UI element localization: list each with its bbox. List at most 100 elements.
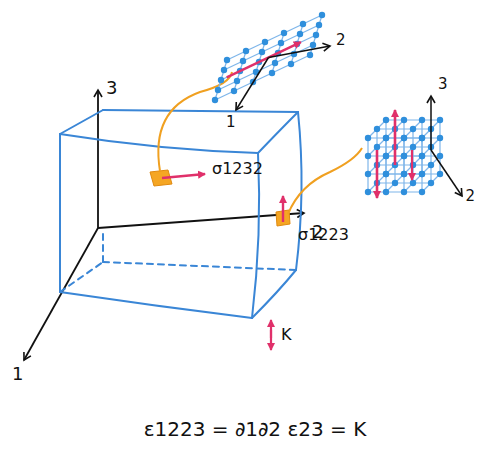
- lattice-atom: [316, 22, 322, 28]
- lattice-line: [439, 120, 440, 174]
- lattice-atom: [383, 171, 389, 177]
- lattice-atom: [419, 153, 425, 159]
- lattice-atom: [383, 153, 389, 159]
- lattice-atom: [392, 180, 398, 186]
- lattice-atom: [365, 171, 371, 177]
- lattice-atom: [437, 135, 443, 141]
- lattice-line: [403, 120, 404, 174]
- axis-label: 2: [336, 32, 346, 49]
- axis-label: 1: [12, 364, 23, 384]
- lattice-atom: [365, 189, 371, 195]
- axis: [269, 46, 331, 58]
- lattice-inset: [212, 12, 330, 110]
- lattice-atom: [212, 97, 218, 103]
- lattice-atom: [374, 126, 380, 132]
- lattice-atom: [310, 42, 316, 48]
- lattice-line: [386, 174, 404, 192]
- axis-label: 2: [465, 188, 475, 205]
- lattice-line: [215, 60, 227, 100]
- lattice-atom: [401, 135, 407, 141]
- lattice-atom: [401, 153, 407, 159]
- equation: ε1223 = ∂1∂2 ε23 = K: [144, 418, 367, 440]
- lattice-atom: [262, 39, 268, 45]
- lattice-atom: [437, 153, 443, 159]
- stress-arrow: [394, 110, 397, 165]
- axis: [431, 150, 462, 196]
- lattice-atom: [419, 189, 425, 195]
- lattice-line: [422, 174, 440, 192]
- lattice-atom: [410, 180, 416, 186]
- lattice-atom: [401, 135, 407, 141]
- lattice-atom: [297, 31, 303, 37]
- lattice-atom: [365, 135, 371, 141]
- lattice-atom: [272, 60, 278, 66]
- lattice-line: [227, 15, 322, 60]
- lattice-atom: [231, 88, 237, 94]
- shear-arrows: [270, 320, 272, 350]
- lattice-atom: [437, 171, 443, 177]
- shear-label: K: [281, 326, 292, 344]
- lattice-atom: [281, 30, 287, 36]
- lattice-atom: [307, 52, 313, 58]
- lattice-atom: [419, 171, 425, 177]
- stress-patch: [276, 148, 362, 226]
- lattice-line: [377, 182, 431, 183]
- axis: [430, 96, 432, 150]
- stress-label: σ1223: [298, 226, 349, 244]
- axes: [24, 90, 304, 360]
- lattice-atom: [383, 171, 389, 177]
- axis-label: 3: [106, 78, 117, 98]
- deformed-cube: [60, 110, 302, 318]
- lattice-atom: [419, 153, 425, 159]
- lattice-atom: [278, 40, 284, 46]
- lattice-atom: [374, 144, 380, 150]
- lattice-atom: [215, 87, 221, 93]
- lattice-atom: [300, 21, 306, 27]
- lattice-atom: [437, 117, 443, 123]
- lattice-atom: [218, 77, 224, 83]
- lattice-atom: [319, 12, 325, 18]
- lattice-atom: [419, 117, 425, 123]
- lattice-atom: [428, 180, 434, 186]
- axis-label: 1: [226, 114, 236, 131]
- lattice-atom: [401, 189, 407, 195]
- lattice-atom: [383, 117, 389, 123]
- lattice-line: [421, 120, 422, 174]
- lattice-atom: [401, 171, 407, 177]
- lattice-inset: [365, 96, 462, 198]
- lattice-atom: [428, 162, 434, 168]
- lattice-atom: [243, 48, 249, 54]
- axis-label: 3: [438, 76, 448, 93]
- lattice-atom: [419, 135, 425, 141]
- lattice-line: [367, 138, 368, 192]
- lattice-atom: [288, 61, 294, 67]
- lattice-atom: [240, 58, 246, 64]
- axis: [236, 58, 269, 111]
- stress-label: σ1232: [212, 160, 263, 178]
- lattice-line: [215, 55, 310, 100]
- lattice-atom: [419, 135, 425, 141]
- lattice-atom: [401, 153, 407, 159]
- lattice-atom: [410, 126, 416, 132]
- lattice-atom: [234, 78, 240, 84]
- lattice-atom: [383, 135, 389, 141]
- stress-arrow: [411, 150, 413, 180]
- lattice-atom: [383, 153, 389, 159]
- lattice-atom: [313, 32, 319, 38]
- stress-arrow: [227, 42, 301, 77]
- lattice-atom: [410, 144, 416, 150]
- lattice-line: [404, 120, 422, 138]
- lattice-atom: [401, 171, 407, 177]
- lattice-line: [224, 25, 319, 70]
- lattice-atom: [365, 153, 371, 159]
- lattice-atom: [383, 189, 389, 195]
- stress-arrow: [376, 150, 379, 198]
- lattice-atom: [383, 135, 389, 141]
- lattice-line: [368, 120, 386, 138]
- lattice-atom: [221, 67, 227, 73]
- lattice-atom: [224, 57, 230, 63]
- lattice-atom: [401, 117, 407, 123]
- lattice-line: [385, 120, 386, 174]
